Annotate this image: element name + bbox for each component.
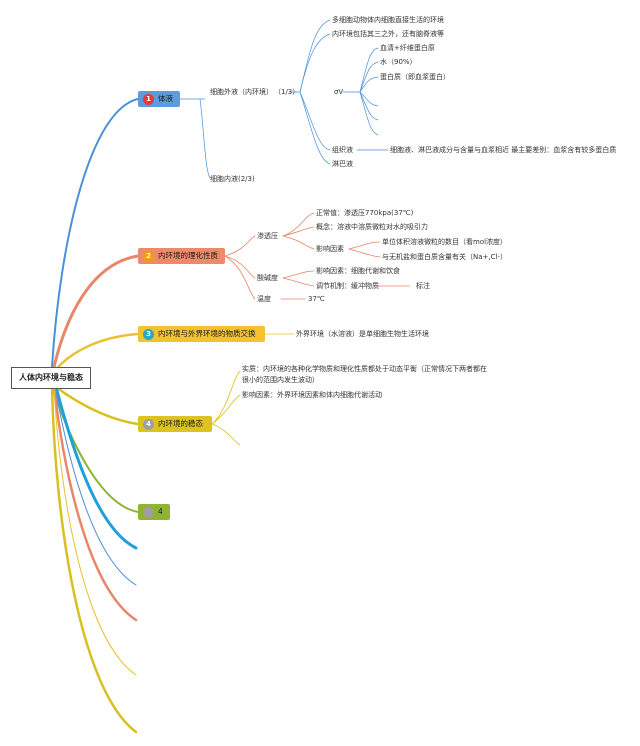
branch-label: 体液 [158, 94, 173, 103]
link-b3 [56, 332, 140, 369]
osmotic-factor[interactable]: 影响因素 [316, 245, 344, 253]
branch-5[interactable]: 4 [138, 504, 170, 520]
tissue-fluid-note[interactable]: 细胞液、淋巴液成分与含量与血浆相近 最主要差别：血浆含有较多蛋白质 [390, 146, 617, 154]
badge-3-icon: 3 [143, 328, 154, 340]
badge-4-icon: 4 [143, 418, 154, 430]
osmotic-concept[interactable]: 概念：溶液中溶质微粒对水的吸引力 [316, 223, 428, 231]
ph-label[interactable]: 酸碱度 [257, 274, 278, 282]
ph-regulation[interactable]: 调节机制：缓冲物质 [316, 282, 379, 290]
intracellular-label[interactable]: 细胞内液(2/3) [210, 175, 255, 183]
ph-factor[interactable]: 影响因素：细胞代谢和饮食 [316, 267, 400, 275]
link-b2 [52, 254, 140, 369]
note-includes[interactable]: 内环境包括其三之外，还有脑脊液等 [332, 30, 444, 38]
plasma-item-1[interactable]: 血清+纤维蛋白原 [380, 44, 435, 52]
badge-2-icon: 2 [143, 250, 154, 262]
plasma-label[interactable]: σV [334, 88, 344, 96]
branch-label: 内环境的理化性质 [158, 251, 218, 260]
branch-label: 内环境的稳态 [158, 419, 203, 428]
badge-5-icon [143, 506, 154, 518]
branch-physicochemical[interactable]: 2 内环境的理化性质 [138, 248, 225, 264]
osmotic-pressure-label[interactable]: 渗透压 [257, 232, 278, 240]
branch-body-fluid[interactable]: 1 体液 [138, 91, 180, 107]
extracellular-ratio: （1/3） [274, 88, 300, 96]
osmotic-factor-1[interactable]: 单位体积溶液微粒的数目（看mol浓度） [382, 238, 508, 246]
temperature-value[interactable]: 37℃ [308, 295, 325, 303]
temperature-label[interactable]: 温度 [257, 295, 271, 303]
root-topic[interactable]: 人体内环境与稳态 [11, 367, 91, 389]
osmotic-normal[interactable]: 正常值：渗透压770kpa(37℃) [316, 209, 414, 217]
badge-1-icon: 1 [143, 93, 154, 105]
branch-label: 内环境与外界环境的物质交换 [158, 329, 256, 338]
extracellular-label[interactable]: 细胞外液（内环境） [210, 88, 273, 96]
tissue-fluid-label[interactable]: 组织液 [332, 146, 353, 154]
link-b1 [51, 98, 139, 368]
homeostasis-factor[interactable]: 影响因素：外界环境因素和体内细胞代谢活动 [242, 391, 382, 399]
osmotic-factor-2[interactable]: 与无机盐和蛋白质含量有关（Na+,Cl-） [382, 253, 507, 261]
branch-material-exchange[interactable]: 3 内环境与外界环境的物质交换 [138, 326, 265, 342]
lymph-label[interactable]: 淋巴液 [332, 160, 353, 168]
branch-homeostasis[interactable]: 4 内环境的稳态 [138, 416, 212, 432]
plasma-item-2[interactable]: 水（90%） [380, 58, 417, 66]
ph-note[interactable]: 标注 [416, 282, 430, 290]
plasma-item-3[interactable]: 蛋白质（即血浆蛋白） [380, 73, 450, 81]
homeostasis-essence[interactable]: 实质：内环境的各种化学物质和理化性质都处于动态平衡（正常情况下两者都在很小的范围… [242, 365, 487, 384]
link-b4 [54, 385, 140, 426]
note-direct-env[interactable]: 多细胞动物体内细胞直接生活的环境 [332, 16, 444, 24]
exchange-note[interactable]: 外界环境（水溶液）是单细胞生物生活环境 [296, 330, 429, 338]
branch-label: 4 [158, 507, 163, 516]
